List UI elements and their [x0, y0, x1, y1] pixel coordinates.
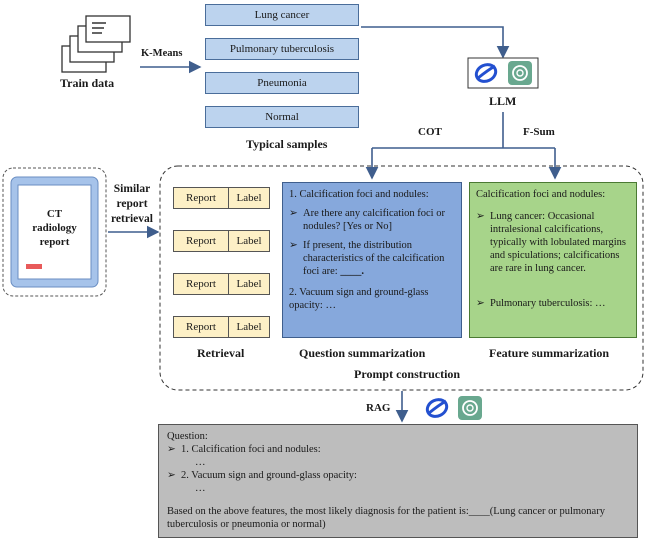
question-item-2: 2. Vacuum sign and ground-glass opacity:…	[289, 287, 429, 311]
label-cell: Label	[229, 316, 270, 338]
similar-retrieval-label: Similar report retrieval	[107, 182, 157, 227]
final-conclusion: Based on the above features, the most li…	[167, 506, 605, 530]
feature-bullet-2: ➢ Pulmonary tuberculosis: …	[476, 297, 630, 310]
final-item-1: ➢ 1. Calcification foci and nodules:	[167, 443, 629, 456]
question-blank: ____.	[340, 266, 364, 277]
question-bullet-2-text: If present, the distribution characteris…	[303, 239, 455, 278]
label-cell: Label	[229, 230, 270, 252]
train-data-label: Train data	[60, 76, 115, 90]
report-cell: Report	[173, 187, 229, 209]
retrieval-row: Report Label	[173, 230, 270, 252]
retrieval-row: Report Label	[173, 316, 270, 338]
retrieval-row: Report Label	[173, 273, 270, 295]
final-ellipsis-2: …	[195, 483, 206, 494]
sample-pneumonia: Pneumonia	[205, 72, 359, 94]
arrow-bullet-icon: ➢	[476, 298, 485, 309]
ct-report-line1: CT	[46, 208, 63, 220]
llm-logo-icon	[474, 63, 498, 83]
feature-heading: Calcification foci and nodules:	[476, 189, 606, 200]
arrow-bullet-icon: ➢	[167, 470, 176, 481]
report-cell: Report	[173, 273, 229, 295]
feature-bullet-1: ➢ Lung cancer: Occasional intralesional …	[476, 210, 630, 275]
retrieval-caption: Retrieval	[197, 346, 245, 360]
ct-report-title: CT radiology report	[18, 207, 91, 249]
arrow-bullet-icon: ➢	[476, 211, 485, 222]
arrow-bullet-icon: ➢	[167, 444, 176, 455]
kmeans-label: K-Means	[141, 48, 183, 59]
question-summarization-caption: Question summarization	[299, 346, 426, 360]
final-item-1-text: 1. Calcification foci and nodules:	[181, 444, 321, 455]
sample-normal: Normal	[205, 106, 359, 128]
report-cell: Report	[173, 316, 229, 338]
similar-retrieval-line3: retrieval	[111, 213, 153, 225]
feature-summarization-caption: Feature summarization	[489, 346, 610, 360]
red-marker-icon	[26, 264, 42, 269]
ct-report-line2: radiology	[32, 222, 77, 234]
llm-logo-icon	[425, 398, 449, 418]
label-cell: Label	[229, 273, 270, 295]
feature-summarization-panel: Calcification foci and nodules: ➢ Lung c…	[469, 182, 637, 338]
label-cell: Label	[229, 187, 270, 209]
question-bullet-2: ➢ If present, the distribution character…	[289, 239, 455, 278]
sample-lung-cancer: Lung cancer	[205, 4, 359, 26]
final-ellipsis-1: …	[195, 457, 206, 468]
feature-bullet-2-text: Pulmonary tuberculosis: …	[490, 298, 606, 309]
question-bullet-1: ➢ Are there any calcification foci or no…	[289, 207, 455, 233]
document-stack-icon	[61, 15, 131, 73]
samples-to-llm-arrow	[361, 26, 510, 59]
fsum-label: F-Sum	[523, 126, 555, 138]
question-summarization-panel: 1. Calcification foci and nodules: ➢ Are…	[282, 182, 462, 338]
question-bullet-2-body: If present, the distribution characteris…	[303, 240, 445, 277]
cot-label: COT	[418, 126, 442, 138]
llm-label: LLM	[489, 94, 517, 108]
final-item-2: ➢ 2. Vacuum sign and ground-glass opacit…	[167, 469, 629, 482]
chatgpt-icon	[458, 396, 482, 420]
ct-report-line3: report	[39, 236, 70, 248]
question-bullet-1-text: Are there any calcification foci or nodu…	[303, 208, 445, 232]
final-question-label: Question:	[167, 431, 208, 442]
report-cell: Report	[173, 230, 229, 252]
prompt-construction-label: Prompt construction	[354, 367, 461, 381]
prompt-construction-box	[159, 165, 644, 391]
final-item-2-text: 2. Vacuum sign and ground-glass opacity:	[181, 470, 357, 481]
feature-bullet-1-text: Lung cancer: Occasional intralesional ca…	[490, 211, 626, 274]
typical-samples-caption: Typical samples	[246, 137, 328, 151]
rag-label: RAG	[366, 402, 391, 414]
arrow-bullet-icon: ➢	[289, 240, 298, 251]
retrieval-row: Report Label	[173, 187, 270, 209]
chatgpt-icon	[508, 61, 532, 85]
question-heading: 1. Calcification foci and nodules:	[289, 189, 429, 200]
sample-pulmonary-tuberculosis: Pulmonary tuberculosis	[205, 38, 359, 60]
final-prompt-box: Question: ➢ 1. Calcification foci and no…	[158, 424, 638, 538]
similar-retrieval-line2: report	[116, 198, 148, 210]
arrow-bullet-icon: ➢	[289, 208, 298, 219]
similar-retrieval-line1: Similar	[113, 183, 151, 195]
